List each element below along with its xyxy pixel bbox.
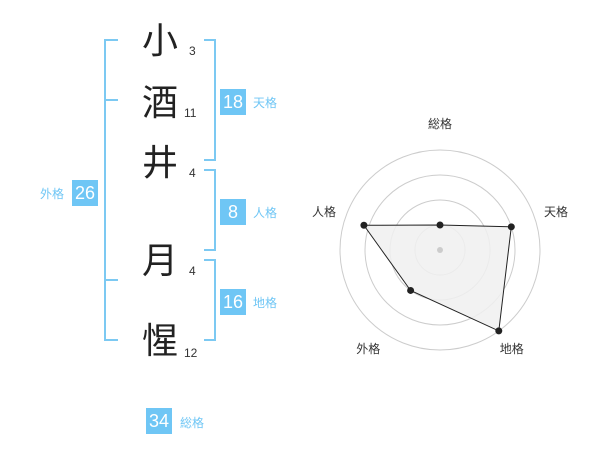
jin-kaku-value: 8 xyxy=(220,199,246,225)
gai-kaku-label: 外格 xyxy=(40,187,65,201)
radar-axis-label-1: 天格 xyxy=(544,205,569,220)
jin-kaku-label: 人格 xyxy=(253,206,278,220)
name-char-4: 月 xyxy=(141,241,178,282)
name-char-2: 酒 xyxy=(141,83,178,124)
stroke-count-4: 4 xyxy=(189,264,196,278)
radar-point-0 xyxy=(436,221,444,229)
stroke-count-5: 12 xyxy=(184,346,198,360)
sou-kaku-label: 総格 xyxy=(180,416,205,430)
radar-point-1 xyxy=(507,223,515,231)
ten-bracket xyxy=(204,39,216,161)
name-char-5: 惺 xyxy=(141,321,178,362)
radar-polygon xyxy=(362,224,512,332)
gai-kaku-value: 26 xyxy=(72,180,99,206)
chi-kaku-value: 16 xyxy=(220,289,247,315)
ten-kaku-label: 天格 xyxy=(253,96,278,110)
radar-axis-label-2: 地格 xyxy=(499,341,524,356)
radar-point-3 xyxy=(407,286,415,294)
radar-axis-label-3: 外格 xyxy=(356,341,381,356)
radar-center-dot xyxy=(437,247,443,253)
radar-ring-4 xyxy=(339,149,541,351)
name-char-3: 井 xyxy=(141,143,178,184)
radar-point-4 xyxy=(360,221,368,229)
jin-bracket xyxy=(204,169,216,251)
radar-axis-label-0: 総格 xyxy=(428,117,453,131)
stroke-count-2: 11 xyxy=(184,106,197,120)
stroke-count-1: 3 xyxy=(189,44,196,58)
radar-point-2 xyxy=(495,327,503,335)
stroke-count-3: 4 xyxy=(189,166,196,180)
chi-kaku-label: 地格 xyxy=(253,296,278,310)
radar-axis-label-4: 人格 xyxy=(311,205,336,220)
name-char-1: 小 xyxy=(141,21,178,62)
chi-bracket xyxy=(204,259,216,341)
sou-kaku-value: 34 xyxy=(146,408,173,434)
radar-ring-3 xyxy=(364,174,516,326)
gai-bracket xyxy=(104,39,118,341)
ten-kaku-value: 18 xyxy=(220,89,247,115)
